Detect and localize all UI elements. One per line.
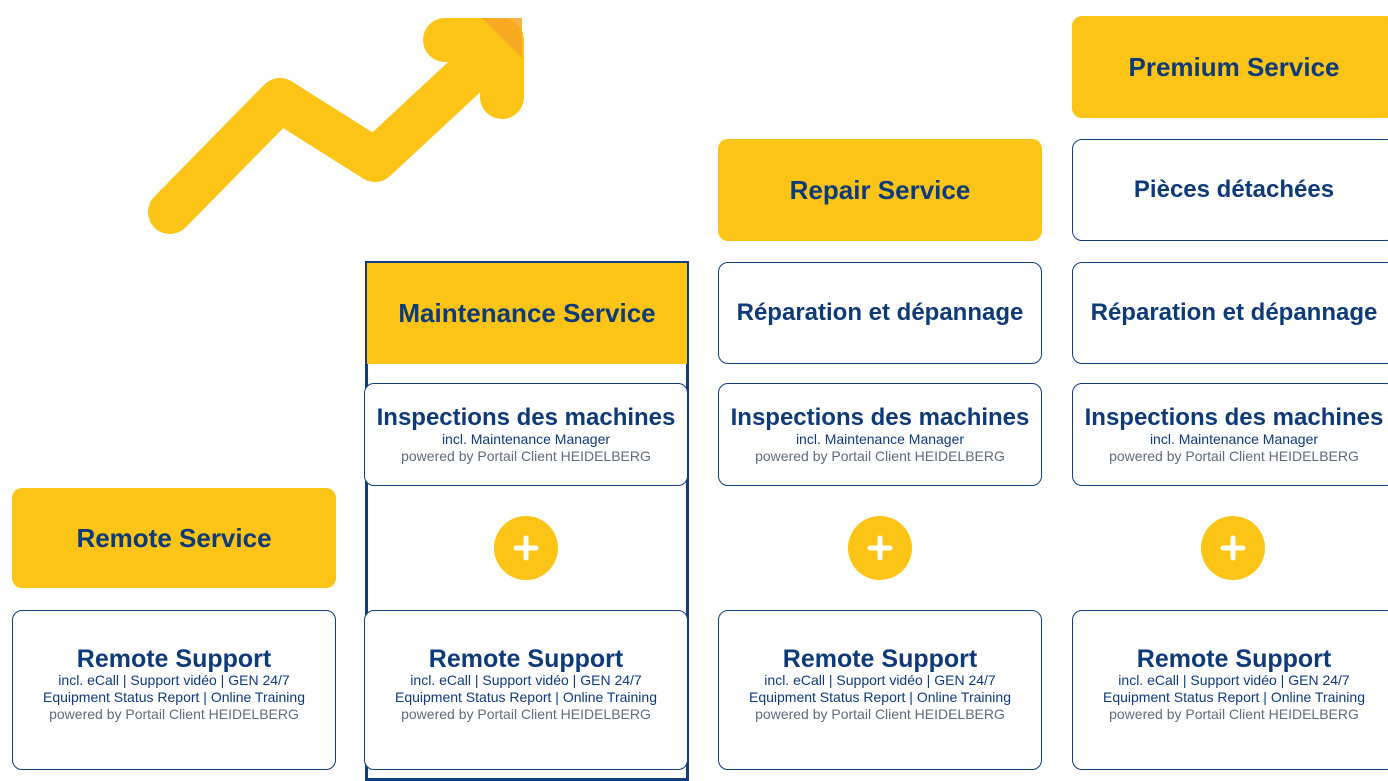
plus-circle-icon [848,516,912,580]
repair-inspections-powered: powered by Portail Client HEIDELBERG [755,447,1005,464]
maintenance-support-card: Remote Support incl. eCall | Support vid… [364,610,688,770]
remote-service-header: Remote Service [12,488,336,588]
premium-support-line2: Equipment Status Report | Online Trainin… [1102,688,1365,705]
repair-inspections-incl: incl. Maintenance Manager [795,430,965,447]
repair-support-title: Remote Support [782,644,978,673]
premium-reparation-title: Réparation et dépannage [1090,298,1378,326]
premium-pieces-title: Pièces détachées [1133,175,1335,203]
trend-up-arrow-icon [148,18,524,234]
repair-reparation-title: Réparation et dépannage [736,298,1024,326]
premium-inspections-incl: incl. Maintenance Manager [1149,430,1319,447]
premium-support-powered: powered by Portail Client HEIDELBERG [1109,705,1359,722]
premium-inspections-title: Inspections des machines [1084,403,1384,431]
repair-support-powered: powered by Portail Client HEIDELBERG [755,705,1005,722]
maintenance-service-header: Maintenance Service [367,263,687,364]
premium-support-title: Remote Support [1136,644,1332,673]
remote-support-line2: Equipment Status Report | Online Trainin… [42,688,305,705]
maintenance-support-powered: powered by Portail Client HEIDELBERG [401,705,651,722]
premium-service-header: Premium Service [1072,16,1388,118]
premium-inspections-card: Inspections des machines incl. Maintenan… [1072,383,1388,486]
premium-inspections-powered: powered by Portail Client HEIDELBERG [1109,447,1359,464]
remote-support-powered: powered by Portail Client HEIDELBERG [49,705,299,722]
maintenance-support-line2: Equipment Status Report | Online Trainin… [394,688,657,705]
premium-service-title: Premium Service [1128,51,1340,82]
repair-service-title: Repair Service [789,174,971,205]
remote-support-line1: incl. eCall | Support vidéo | GEN 24/7 [58,671,290,688]
maintenance-support-line1: incl. eCall | Support vidéo | GEN 24/7 [410,671,642,688]
remote-support-card: Remote Support incl. eCall | Support vid… [12,610,336,770]
remote-support-title: Remote Support [76,644,272,673]
repair-inspections-title: Inspections des machines [730,403,1030,431]
plus-circle-icon [1201,516,1265,580]
maintenance-inspections-powered: powered by Portail Client HEIDELBERG [401,447,651,464]
remote-service-title: Remote Service [76,522,272,553]
premium-support-card: Remote Support incl. eCall | Support vid… [1072,610,1388,770]
repair-support-line1: incl. eCall | Support vidéo | GEN 24/7 [764,671,996,688]
maintenance-inspections-card: Inspections des machines incl. Maintenan… [364,383,688,486]
premium-pieces-card: Pièces détachées [1072,139,1388,241]
maintenance-inspections-title: Inspections des machines [376,403,676,431]
repair-inspections-card: Inspections des machines incl. Maintenan… [718,383,1042,486]
maintenance-support-title: Remote Support [428,644,624,673]
repair-reparation-card: Réparation et dépannage [718,262,1042,364]
plus-circle-icon [494,516,558,580]
premium-support-line1: incl. eCall | Support vidéo | GEN 24/7 [1118,671,1350,688]
maintenance-service-title: Maintenance Service [398,298,656,328]
premium-reparation-card: Réparation et dépannage [1072,262,1388,364]
maintenance-inspections-incl: incl. Maintenance Manager [441,430,611,447]
repair-support-card: Remote Support incl. eCall | Support vid… [718,610,1042,770]
repair-service-header: Repair Service [718,139,1042,241]
repair-support-line2: Equipment Status Report | Online Trainin… [748,688,1011,705]
